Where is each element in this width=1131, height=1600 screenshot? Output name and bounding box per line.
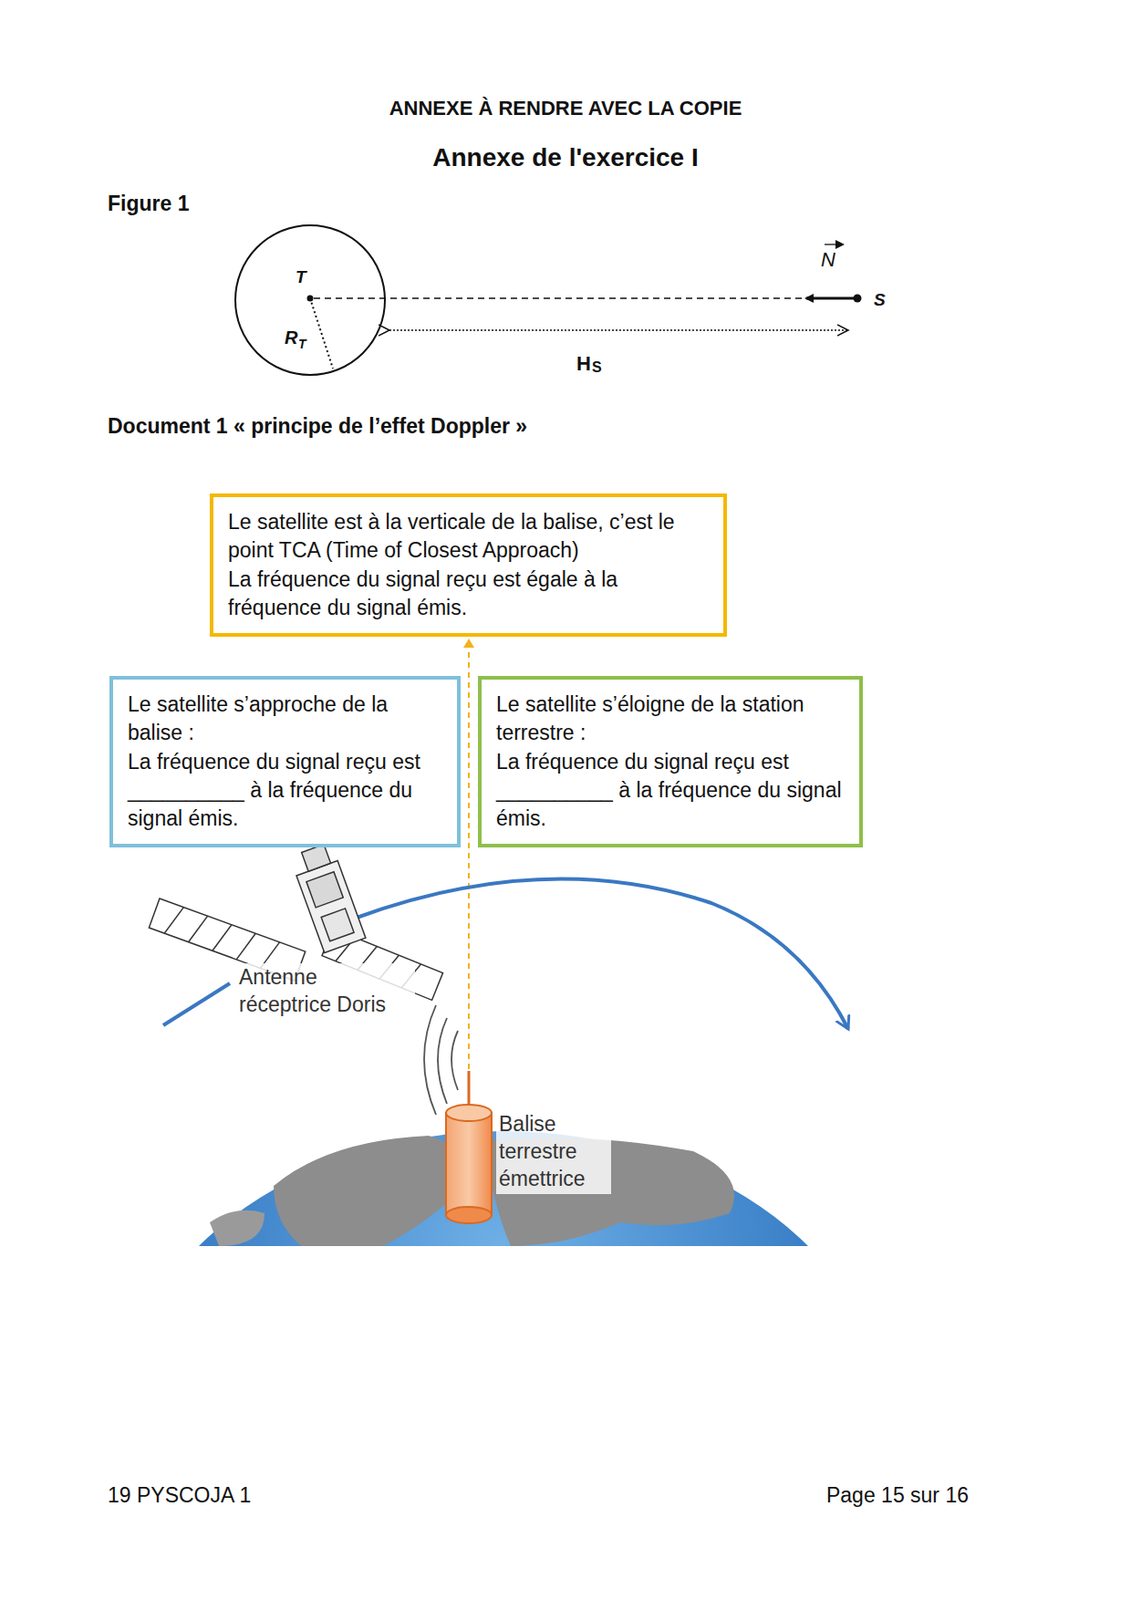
- page-title: ANNEXE À RENDRE AVEC LA COPIE: [389, 96, 743, 121]
- point-label: T: [295, 267, 307, 289]
- box-heading: Le satellite s’approche de la balise :: [127, 690, 443, 748]
- orbit-arc: [163, 983, 230, 1026]
- box-heading: Le satellite s’éloigne de la station ter…: [496, 690, 845, 748]
- satellite-label: S: [873, 290, 886, 312]
- box-body: La fréquence du signal reçu est égale à …: [228, 565, 709, 623]
- figure-label: Figure 1: [107, 191, 189, 218]
- radius-subscript: T: [298, 336, 307, 353]
- earth-circle: [235, 225, 385, 375]
- figure-1: [235, 225, 862, 375]
- altitude-dimension: [389, 329, 849, 331]
- beacon-label: Balise terrestre émettrice: [496, 1110, 612, 1194]
- orbit-arc: [356, 879, 849, 1029]
- vector-arrow: [824, 243, 843, 245]
- radius-label: R: [284, 326, 298, 349]
- tca-box: Le satellite est à la verticale de la ba…: [209, 493, 727, 637]
- footer-code: 19 PYSCOJA 1: [107, 1483, 251, 1509]
- section-heading: Annexe de l'exercice I: [432, 142, 698, 174]
- satellite-dot: [853, 294, 862, 303]
- signal-waves: [424, 1005, 458, 1115]
- box-body: La fréquence du signal reçu est ________…: [127, 747, 443, 834]
- axis-line: [313, 297, 807, 300]
- beacon: [446, 1070, 492, 1224]
- force-vector: [806, 297, 858, 301]
- document-heading: Document 1 « principe de l’effet Doppler…: [107, 414, 528, 440]
- recede-box: Le satellite s’éloigne de la station ter…: [477, 675, 863, 848]
- vector-label: N: [820, 248, 836, 272]
- box-heading: Le satellite est à la verticale de la ba…: [228, 508, 709, 566]
- altitude-subscript: S: [591, 358, 602, 376]
- radius-line: [310, 298, 333, 369]
- altitude-label: H: [576, 352, 592, 376]
- vertical-dashed-arrow: [467, 638, 470, 1069]
- footer-page: Page 15 sur 16: [826, 1483, 969, 1509]
- approach-box: Le satellite s’approche de la balise :La…: [109, 675, 461, 848]
- box-body: La fréquence du signal reçu est ________…: [496, 747, 845, 834]
- antenna-label: Antenne réceptrice Doris: [236, 963, 416, 1020]
